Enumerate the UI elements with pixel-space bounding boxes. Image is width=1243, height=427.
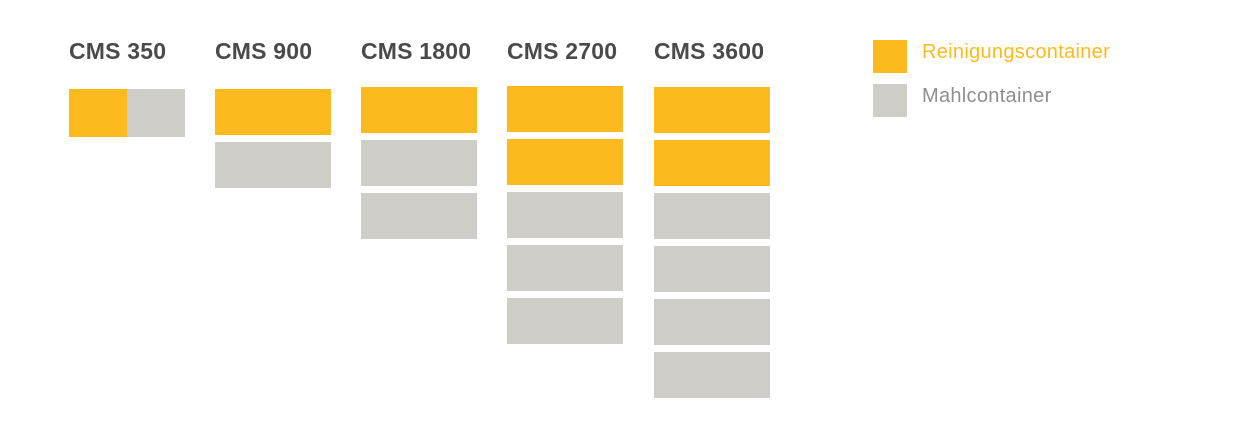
mahlcontainer-block bbox=[361, 193, 477, 239]
mahlcontainer-block bbox=[654, 352, 770, 398]
model-title: CMS 1800 bbox=[361, 38, 472, 64]
mahlcontainer-block bbox=[654, 193, 770, 239]
model-title: CMS 2700 bbox=[507, 38, 618, 64]
mahlcontainer-block bbox=[361, 140, 477, 186]
reinigungscontainer-block bbox=[69, 89, 127, 137]
mahlcontainer-block bbox=[507, 245, 623, 291]
model-title: CMS 900 bbox=[215, 38, 313, 64]
mahlcontainer-block bbox=[654, 299, 770, 345]
legend-label-reinigung: Reinigungscontainer bbox=[922, 41, 1111, 63]
mahlcontainer-block bbox=[215, 142, 331, 188]
container-stack bbox=[215, 89, 331, 188]
mahlcontainer-block bbox=[127, 89, 185, 137]
legend-swatch-mahl bbox=[873, 84, 907, 117]
model-cms-2700: CMS 2700 bbox=[507, 36, 623, 344]
model-cms-900: CMS 900 bbox=[215, 36, 331, 188]
model-cms-1800: CMS 1800 bbox=[361, 36, 477, 239]
reinigungscontainer-block bbox=[507, 86, 623, 132]
reinigungscontainer-block bbox=[654, 140, 770, 186]
reinigungscontainer-block bbox=[215, 89, 331, 135]
mahlcontainer-block bbox=[507, 192, 623, 238]
reinigungscontainer-block bbox=[654, 87, 770, 133]
model-cms-3600: CMS 3600 bbox=[654, 36, 770, 398]
legend-label-mahl: Mahlcontainer bbox=[922, 85, 1052, 107]
model-title: CMS 3600 bbox=[654, 38, 765, 64]
mahlcontainer-block bbox=[654, 246, 770, 292]
container-stack bbox=[654, 87, 770, 398]
container-stack bbox=[361, 87, 477, 239]
model-cms-350: CMS 350 bbox=[69, 36, 185, 137]
container-stack bbox=[69, 89, 185, 137]
reinigungscontainer-block bbox=[507, 139, 623, 185]
legend-swatch-reinigung bbox=[873, 40, 907, 73]
mahlcontainer-block bbox=[507, 298, 623, 344]
container-stack bbox=[507, 86, 623, 344]
model-title: CMS 350 bbox=[69, 38, 167, 64]
reinigungscontainer-block bbox=[361, 87, 477, 133]
